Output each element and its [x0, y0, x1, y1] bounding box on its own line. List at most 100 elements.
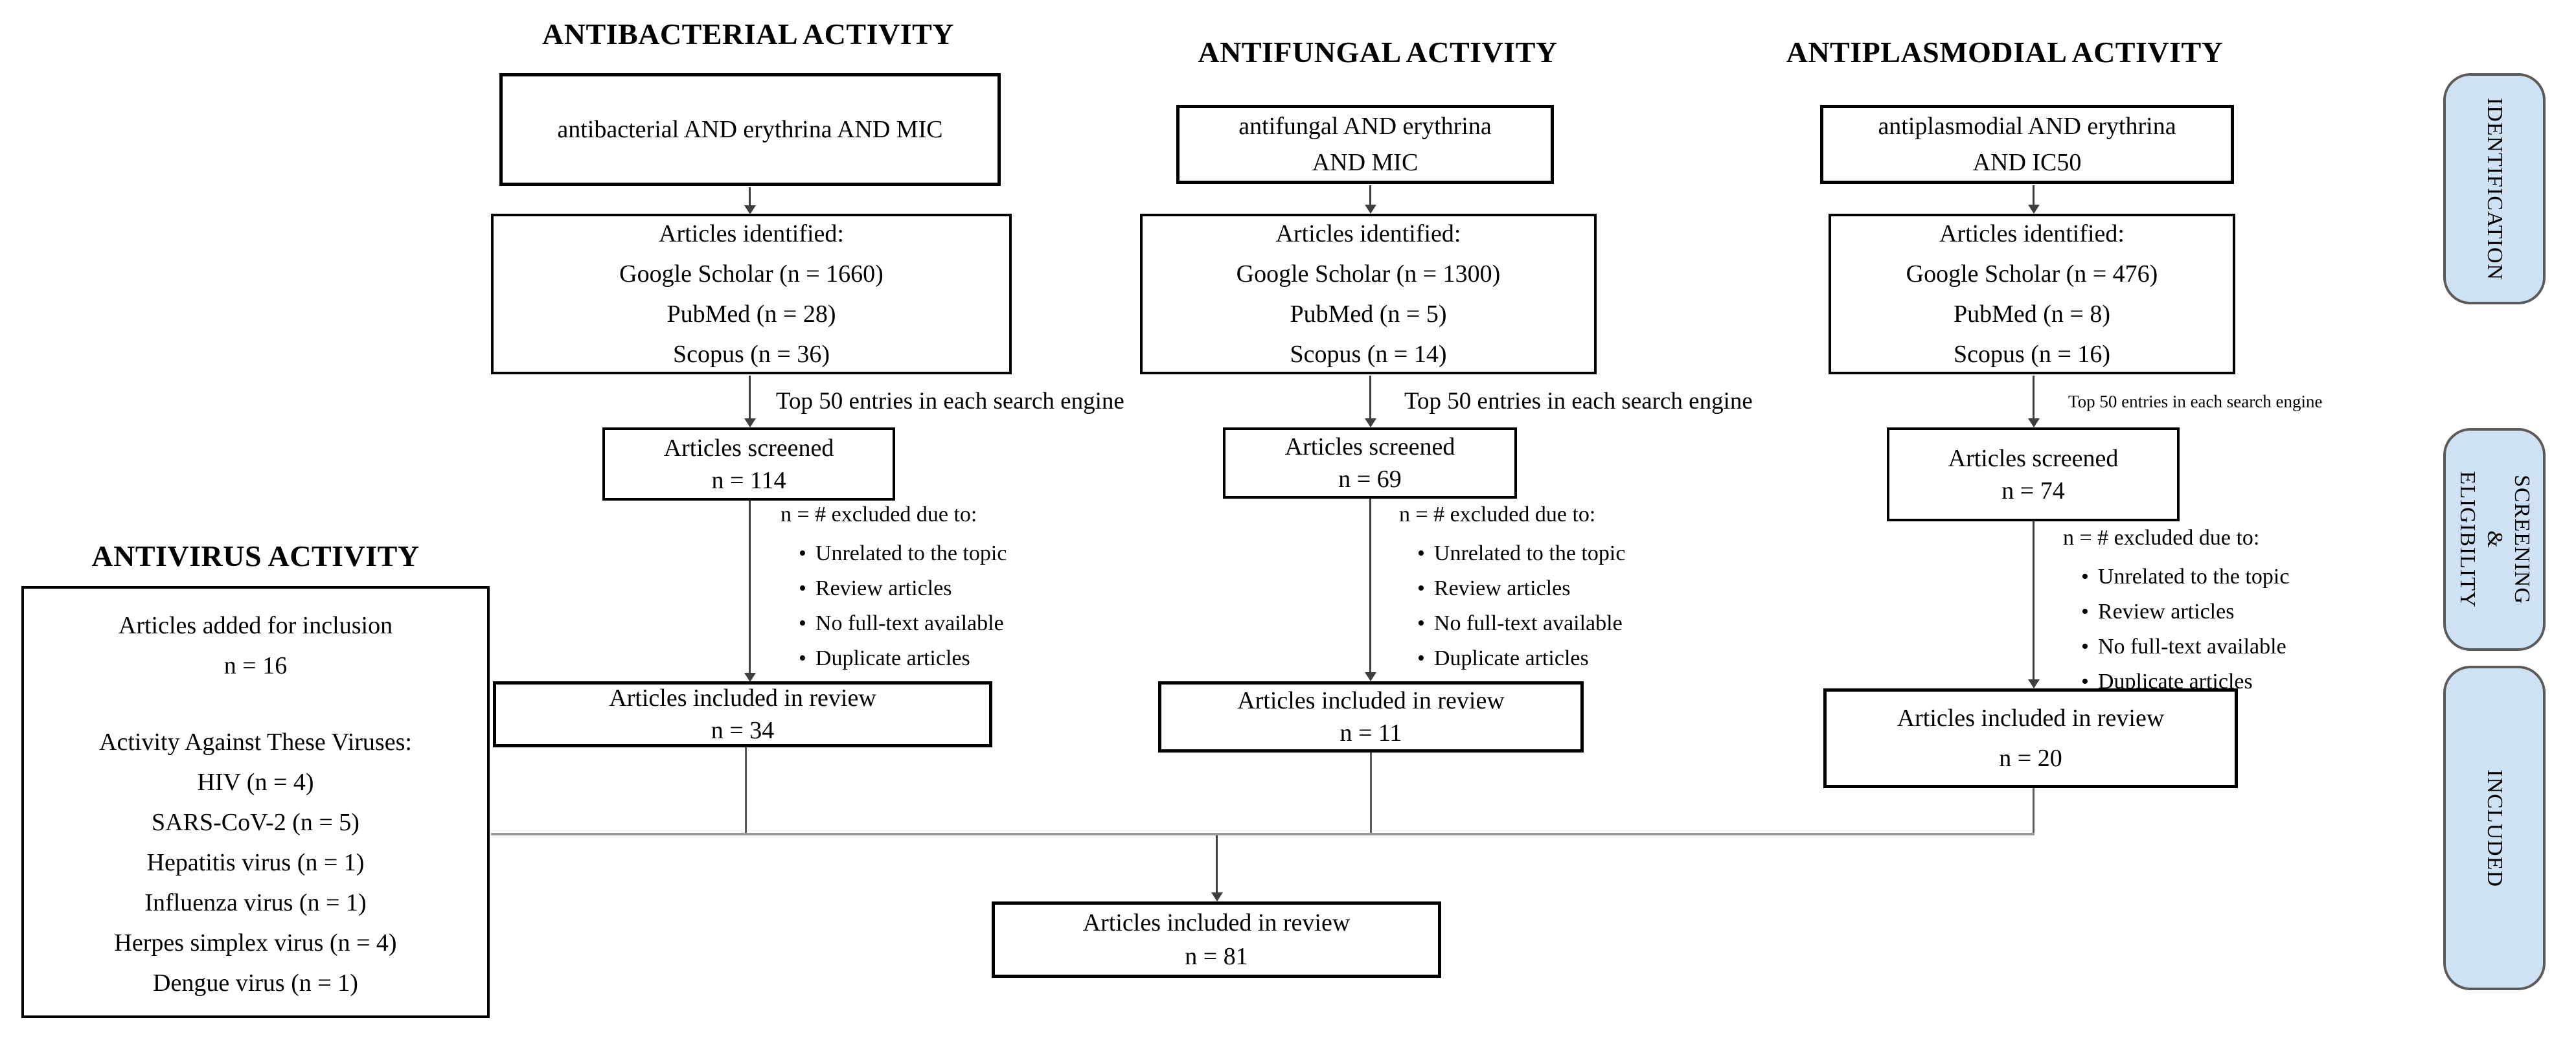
- stage-screening-eligibility-label: SCREENING & ELIGIBILITY: [2454, 471, 2535, 607]
- identified-source: Scopus (n = 14): [1290, 341, 1447, 368]
- excluded-reason: Duplicate articles: [1417, 641, 1625, 676]
- arrow-identified-to-screened-3: [2033, 376, 2035, 418]
- total-included-count: n = 81: [1185, 943, 1248, 970]
- excluded-reason: Review articles: [2081, 595, 2289, 629]
- identified-source: PubMed (n = 8): [1953, 300, 2111, 328]
- column-title-antibacterial: ANTIBACTERIAL ACTIVITY: [542, 17, 954, 51]
- total-included-label: Articles included in review: [1082, 909, 1351, 936]
- connector-horizontal-line: [491, 833, 2035, 835]
- identified-title: Articles identified:: [1939, 220, 2125, 247]
- column-title-antiplasmodial: ANTIPLASMODIAL ACTIVITY: [1786, 36, 2224, 69]
- included-box-antiplasmodial: Articles included in review n = 20: [1823, 688, 2238, 788]
- excluded-list-antibacterial: n = # excluded due to: Unrelated to the …: [781, 500, 1007, 676]
- screened-count: n = 114: [711, 466, 786, 494]
- stage-included-label: INCLUDED: [2483, 769, 2507, 887]
- screened-label: Articles screened: [1284, 433, 1455, 460]
- excluded-reason: Unrelated to the topic: [1417, 536, 1626, 571]
- excluded-reason: Unrelated to the topic: [2081, 560, 2290, 595]
- excluded-reason: No full-text available: [1417, 606, 1625, 641]
- stage-identification-label: IDENTIFICATION: [2483, 97, 2507, 280]
- query-text: antifungal AND erythrina: [1238, 113, 1492, 140]
- excluded-header: n = # excluded due to:: [2063, 526, 2260, 550]
- identified-box-antiplasmodial: Articles identified: Google Scholar (n =…: [1829, 214, 2235, 374]
- excluded-reason: Duplicate articles: [799, 641, 1007, 676]
- arrow-query-to-identified-3: [2033, 185, 2035, 205]
- top50-note-antiplasmodial: Top 50 entries in each search engine: [2068, 392, 2323, 411]
- included-box-antifungal: Articles included in review n = 11: [1158, 681, 1584, 753]
- excluded-header: n = # excluded due to:: [1399, 503, 1596, 527]
- arrow-screened-to-included-2: [1369, 499, 1371, 672]
- antivirus-box: Articles added for inclusion n = 16 Acti…: [21, 586, 490, 1018]
- screened-label: Articles screened: [1948, 444, 2119, 472]
- stage-label-line: ELIGIBILITY: [2456, 471, 2479, 608]
- included-count: n = 20: [1999, 745, 2062, 772]
- identified-box-antifungal: Articles identified: Google Scholar (n =…: [1140, 214, 1597, 374]
- identified-title: Articles identified:: [659, 220, 844, 247]
- excluded-reason: No full-text available: [799, 606, 1007, 641]
- excluded-header: n = # excluded due to:: [781, 503, 977, 527]
- screened-label: Articles screened: [663, 434, 834, 462]
- identified-title: Articles identified:: [1275, 220, 1461, 247]
- stage-screening-eligibility: SCREENING & ELIGIBILITY: [2443, 428, 2546, 651]
- included-box-antibacterial: Articles included in review n = 34: [493, 681, 992, 747]
- arrow-identified-to-screened-2: [1369, 376, 1371, 418]
- identified-source: PubMed (n = 5): [1290, 300, 1447, 328]
- screened-count: n = 74: [2001, 477, 2065, 504]
- stage-label-line: SCREENING: [2510, 475, 2534, 604]
- included-label: Articles included in review: [609, 685, 876, 712]
- included-label: Articles included in review: [1237, 687, 1505, 714]
- query-box-antiplasmodial: antiplasmodial AND erythrina AND IC50: [1820, 105, 2234, 184]
- antivirus-virus-item: Herpes simplex virus (n = 4): [114, 929, 397, 957]
- excluded-reason: Review articles: [1417, 571, 1625, 606]
- antivirus-virus-item: Hepatitis virus (n = 1): [146, 849, 365, 876]
- excluded-reason: No full-text available: [2081, 629, 2289, 664]
- excluded-reason: Unrelated to the topic: [799, 536, 1007, 571]
- identified-source: PubMed (n = 28): [667, 300, 836, 328]
- antivirus-virus-item: HIV (n = 4): [197, 769, 314, 796]
- query-text: AND IC50: [1972, 149, 2082, 176]
- top50-note-antibacterial: Top 50 entries in each search engine: [776, 388, 1124, 414]
- stage-included: INCLUDED: [2443, 666, 2546, 990]
- column-title-antivirus: ANTIVIRUS ACTIVITY: [91, 539, 420, 572]
- arrow-screened-to-included-1: [749, 501, 751, 673]
- included-count: n = 34: [711, 717, 775, 744]
- stage-label-line: &: [2483, 530, 2507, 549]
- spacer: [24, 686, 487, 722]
- query-box-antifungal: antifungal AND erythrina AND MIC: [1176, 105, 1554, 184]
- included-label: Articles included in review: [1897, 705, 2165, 732]
- total-included-box: Articles included in review n = 81: [992, 901, 1441, 978]
- query-box-antibacterial: antibacterial AND erythrina AND MIC: [499, 73, 1001, 186]
- arrow-query-to-identified-1: [749, 187, 751, 205]
- identified-box-antibacterial: Articles identified: Google Scholar (n =…: [491, 214, 1012, 374]
- included-count: n = 11: [1339, 719, 1402, 747]
- identified-source: Google Scholar (n = 1300): [1236, 260, 1501, 288]
- connector-drop-antibacterial: [745, 747, 747, 834]
- antivirus-viruses-header: Activity Against These Viruses:: [99, 729, 412, 756]
- screened-box-antifungal: Articles screened n = 69: [1223, 427, 1517, 499]
- query-text: AND MIC: [1312, 149, 1419, 176]
- excluded-list-antifungal: n = # excluded due to: Unrelated to the …: [1399, 500, 1625, 676]
- connector-drop-antiplasmodial: [2033, 788, 2035, 834]
- antivirus-virus-item: Influenza virus (n = 1): [144, 889, 367, 916]
- screened-box-antibacterial: Articles screened n = 114: [602, 427, 895, 501]
- antivirus-inclusion-count: n = 16: [223, 652, 288, 679]
- identified-source: Google Scholar (n = 1660): [619, 260, 883, 288]
- excluded-list-antiplasmodial: n = # excluded due to: Unrelated to the …: [2063, 523, 2289, 699]
- antivirus-inclusion-label: Articles added for inclusion: [118, 612, 393, 639]
- screened-box-antiplasmodial: Articles screened n = 74: [1887, 427, 2180, 521]
- column-title-antifungal: ANTIFUNGAL ACTIVITY: [1198, 36, 1558, 69]
- arrow-identified-to-screened-1: [749, 376, 751, 418]
- identified-source: Google Scholar (n = 476): [1906, 260, 2158, 288]
- identified-source: Scopus (n = 16): [1953, 341, 2111, 368]
- antivirus-virus-item: SARS-CoV-2 (n = 5): [152, 809, 359, 836]
- query-text: antibacterial AND erythrina AND MIC: [557, 116, 943, 143]
- antivirus-virus-item: Dengue virus (n = 1): [153, 969, 358, 997]
- connector-drop-antifungal: [1370, 753, 1372, 834]
- stage-identification: IDENTIFICATION: [2443, 73, 2546, 304]
- arrow-screened-to-included-3: [2033, 521, 2035, 679]
- arrow-query-to-identified-2: [1369, 185, 1371, 205]
- top50-note-antifungal: Top 50 entries in each search engine: [1404, 388, 1753, 414]
- query-text: antiplasmodial AND erythrina: [1878, 113, 2176, 140]
- identified-source: Scopus (n = 36): [672, 341, 830, 368]
